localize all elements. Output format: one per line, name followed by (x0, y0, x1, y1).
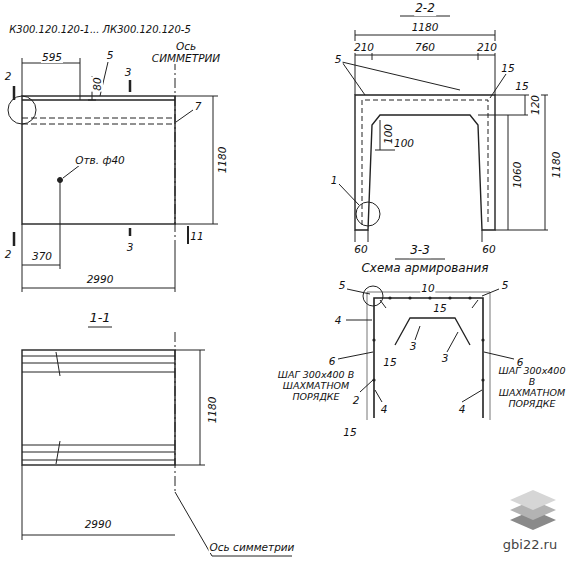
drawing-label: 2990 (84, 518, 113, 530)
drawing-label: 1060 (511, 161, 523, 190)
drawing-label: 1180 (411, 21, 440, 33)
drawing-label: Отв. ф40 (74, 154, 126, 166)
drawing-label: 3 (409, 340, 418, 352)
drawing-label: 210 (476, 41, 498, 53)
drawing-label: 3 (126, 241, 135, 253)
drawing-label: 15 (342, 426, 357, 438)
drawing-label: 4 (458, 403, 467, 415)
drawing-label: 3-3 (409, 244, 431, 258)
drawing-label: 1-1 (88, 311, 111, 326)
drawing-label: 595 (41, 51, 63, 63)
drawing-label: 1180 (216, 146, 228, 175)
drawing-label: 5 (501, 279, 510, 291)
drawing-label: 2 (352, 394, 361, 406)
drawing-label: 4 (334, 314, 343, 326)
drawing-label: 760 (414, 41, 436, 53)
drawing-label: 15 (514, 80, 529, 92)
logo-icon (510, 490, 556, 530)
drawing-label: 2-2 (414, 2, 436, 16)
drawing-label: 7 (194, 100, 203, 112)
drawing-label: 3 (441, 352, 450, 364)
drawing-label: 370 (31, 250, 53, 262)
drawing-label: 2 (4, 70, 13, 82)
drawing-label: 2990 (86, 273, 115, 285)
drawing-label: Схема армирования (360, 262, 489, 276)
drawing-label: Ось симметрии (209, 541, 296, 553)
drawing-label: 1180 (206, 396, 218, 425)
drawing-label: 3 (124, 66, 133, 78)
drawing-label: 80 (91, 76, 103, 91)
drawing-label: 15 (382, 356, 397, 368)
drawing-label: Ось СИММЕТРИИ (150, 40, 222, 64)
drawing-label: 4 (380, 403, 389, 415)
drawing-label: 5 (334, 53, 343, 65)
drawing-label: 1 (330, 174, 339, 186)
drawing-label: 60 (481, 243, 496, 255)
drawing-label: 6 (328, 355, 337, 367)
watermark: gbi22.ru (502, 538, 558, 553)
drawing-label: ШАГ 300х400 В ШАХМАТНОМ ПОРЯДКЕ (495, 366, 569, 410)
drawing-label: 120 (529, 94, 541, 116)
drawing-label: 15 (500, 62, 515, 74)
drawing-label: К300.120.120-1... ЛК300.120.120-5 (8, 24, 192, 36)
drawing-label: 5 (106, 49, 115, 61)
drawing-label: 100 (393, 137, 415, 149)
drawing-label: 15 (432, 302, 447, 314)
drawing-label: ШАГ 300х400 В ШАХМАТНОМ ПОРЯДКЕ (275, 370, 357, 403)
drawing-label: 5 (338, 279, 347, 291)
drawing-label: 1180 (550, 151, 562, 180)
drawing-label: 2 (4, 248, 13, 260)
drawing-label: 60 (353, 243, 368, 255)
drawing-label: 11 (189, 230, 204, 242)
drawing-label: 10 (420, 282, 435, 294)
drawing-label: 210 (353, 41, 375, 53)
